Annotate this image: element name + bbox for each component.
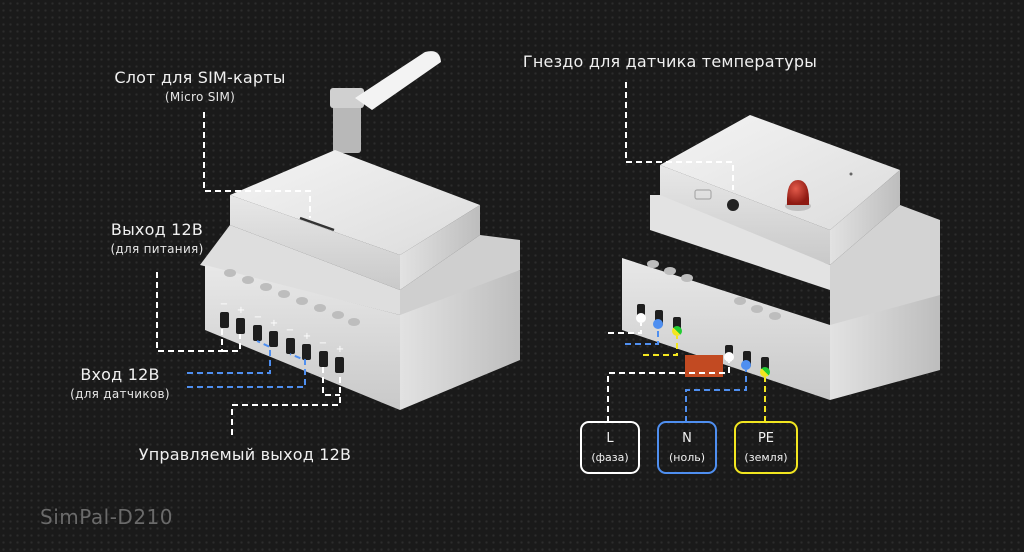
callout-input-12v: Вход 12В (для датчиков) (55, 365, 185, 401)
callout-subtitle: (Micro SIM) (164, 90, 236, 104)
terminal-dot-N (653, 319, 663, 329)
callout-title: Гнездо для датчика температуры (522, 52, 818, 71)
usb-port-icon (694, 189, 712, 200)
led-indicator-icon (786, 180, 810, 205)
svg-text:+: + (270, 318, 278, 329)
callout-title: Слот для SIM-карты (114, 68, 286, 87)
svg-text:−: − (254, 312, 262, 323)
temp-sensor-jack-icon (727, 199, 739, 211)
polarity-mark: − (220, 299, 228, 310)
callout-title: Управляемый выход 12В (138, 445, 352, 464)
terminal-dot-N2 (741, 360, 751, 370)
svg-text:+: + (336, 344, 344, 355)
terminal-label: L (606, 431, 614, 446)
terminal-box-L: L (фаза) (580, 421, 640, 474)
product-model-watermark: SimPal-D210 (40, 505, 173, 529)
terminal-dot-L2 (724, 352, 734, 362)
terminal-dot-L (636, 313, 646, 323)
svg-text:+: + (303, 331, 311, 342)
terminal-dot-PE (672, 326, 682, 336)
callout-sim-slot: Слот для SIM-карты (Micro SIM) (100, 68, 300, 104)
terminal-dot-PE2 (760, 367, 770, 377)
terminal-box-PE: PE (земля) (734, 421, 798, 474)
terminal-box-N: N (ноль) (657, 421, 717, 474)
terminal-sublabel: (фаза) (591, 451, 629, 464)
callout-output-12v: Выход 12В (для питания) (92, 220, 222, 256)
svg-text:+: + (237, 305, 245, 316)
left-device: − + − + − + − + (200, 51, 520, 410)
callout-title: Вход 12В (80, 365, 160, 384)
terminal-sublabel: (земля) (744, 451, 788, 464)
terminal-label: N (682, 431, 692, 446)
callout-title: Выход 12В (110, 220, 204, 239)
terminal-sublabel: (ноль) (668, 451, 706, 464)
callout-controlled-output: Управляемый выход 12В (120, 445, 370, 464)
right-callout-lines (607, 82, 766, 422)
svg-text:−: − (319, 338, 327, 349)
left-callout-lines (156, 112, 341, 435)
callout-subtitle: (для питания) (110, 242, 204, 256)
svg-text:−: − (286, 325, 294, 336)
right-device (622, 115, 940, 400)
callout-temp-sensor-jack: Гнездо для датчика температуры (500, 52, 840, 71)
callout-subtitle: (для датчиков) (70, 387, 170, 401)
terminal-label: PE (757, 431, 775, 446)
antenna-icon (330, 51, 441, 153)
